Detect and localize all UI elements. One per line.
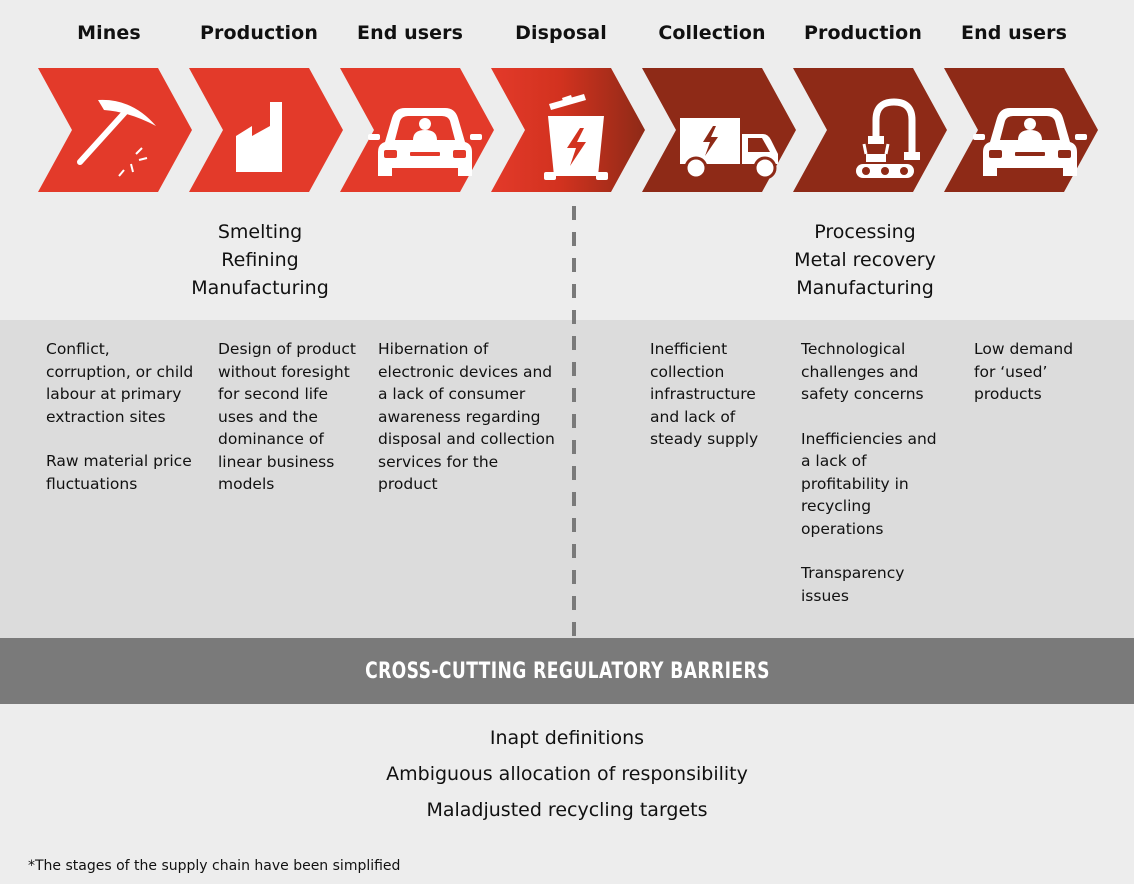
- chevron-recycling-production: [793, 68, 947, 192]
- step-processing: Processing: [814, 221, 916, 243]
- factory-icon: [236, 102, 282, 172]
- step-refining: Refining: [221, 249, 299, 271]
- stage-title-production: Production: [200, 22, 318, 44]
- cross-cutting-item: Ambiguous allocation of responsibility: [386, 763, 748, 785]
- barriers-band: [0, 320, 1134, 638]
- production-left-steps: Smelting Refining Manufacturing: [160, 218, 360, 302]
- cross-cutting-header: CROSS-CUTTING REGULATORY BARRIERS: [0, 638, 1134, 704]
- cross-cutting-list: Inapt definitions Ambiguous allocation o…: [0, 720, 1134, 828]
- stage-title-end-users: End users: [356, 22, 464, 44]
- step-manufacturing: Manufacturing: [191, 277, 329, 299]
- barrier-text: Low demand for ‘used’ products: [974, 340, 1074, 403]
- disposal-divider: [572, 206, 576, 636]
- barrier-production: Design of product without foresight for …: [218, 338, 363, 518]
- step-manufacturing: Manufacturing: [796, 277, 934, 299]
- barrier-text: Transparency issues: [801, 564, 905, 605]
- barrier-text: Hibernation of electronic devices and a …: [378, 340, 555, 493]
- step-smelting: Smelting: [217, 221, 303, 243]
- car-icon: [368, 108, 482, 176]
- barrier-text: Inefficiencies and a lack of profitabili…: [801, 429, 937, 538]
- chevron-mines: [38, 68, 192, 192]
- battery-bin-icon: [544, 94, 608, 180]
- barrier-text: Technological challenges and safety conc…: [801, 340, 924, 403]
- barrier-end-users: Hibernation of electronic devices and a …: [378, 338, 558, 518]
- production-right-steps: Processing Metal recovery Manufacturing: [760, 218, 970, 302]
- barrier-second-end-users: Low demand for ‘used’ products: [974, 338, 1094, 428]
- barrier-collection: Inefficient collection infrastructure an…: [650, 338, 775, 473]
- pickaxe-icon: [77, 99, 156, 177]
- stage-title-recycling-production: Production: [804, 22, 922, 44]
- robot-arm-icon: [856, 98, 920, 178]
- stage-titles: Mines Production End users Disposal Coll…: [0, 22, 1134, 52]
- barrier-recycling-production: Technological challenges and safety conc…: [801, 338, 941, 629]
- stage-title-disposal: Disposal: [515, 22, 607, 44]
- cross-cutting-item: Inapt definitions: [489, 727, 645, 749]
- stage-title-collection: Collection: [658, 22, 766, 44]
- footnote: *The stages of the supply chain have bee…: [28, 858, 401, 874]
- truck-icon: [680, 118, 778, 180]
- barrier-text: Raw material price fluctuations: [46, 452, 192, 493]
- stage-title-second-end-users: End users: [960, 22, 1068, 44]
- step-metal-recovery: Metal recovery: [794, 249, 936, 271]
- cross-cutting-title: CROSS-CUTTING REGULATORY BARRIERS: [364, 658, 770, 684]
- barrier-text: Conflict, corruption, or child labour at…: [46, 340, 194, 426]
- barrier-text: Inefficient collection infrastructure an…: [650, 340, 759, 448]
- stage-title-mines: Mines: [77, 22, 141, 44]
- barrier-text: Design of product without foresight for …: [218, 340, 356, 493]
- barrier-mines: Conflict, corruption, or child labour at…: [46, 338, 196, 517]
- supply-chain-chevrons: [38, 68, 1098, 192]
- car-icon: [973, 108, 1087, 176]
- cross-cutting-item: Maladjusted recycling targets: [426, 799, 708, 821]
